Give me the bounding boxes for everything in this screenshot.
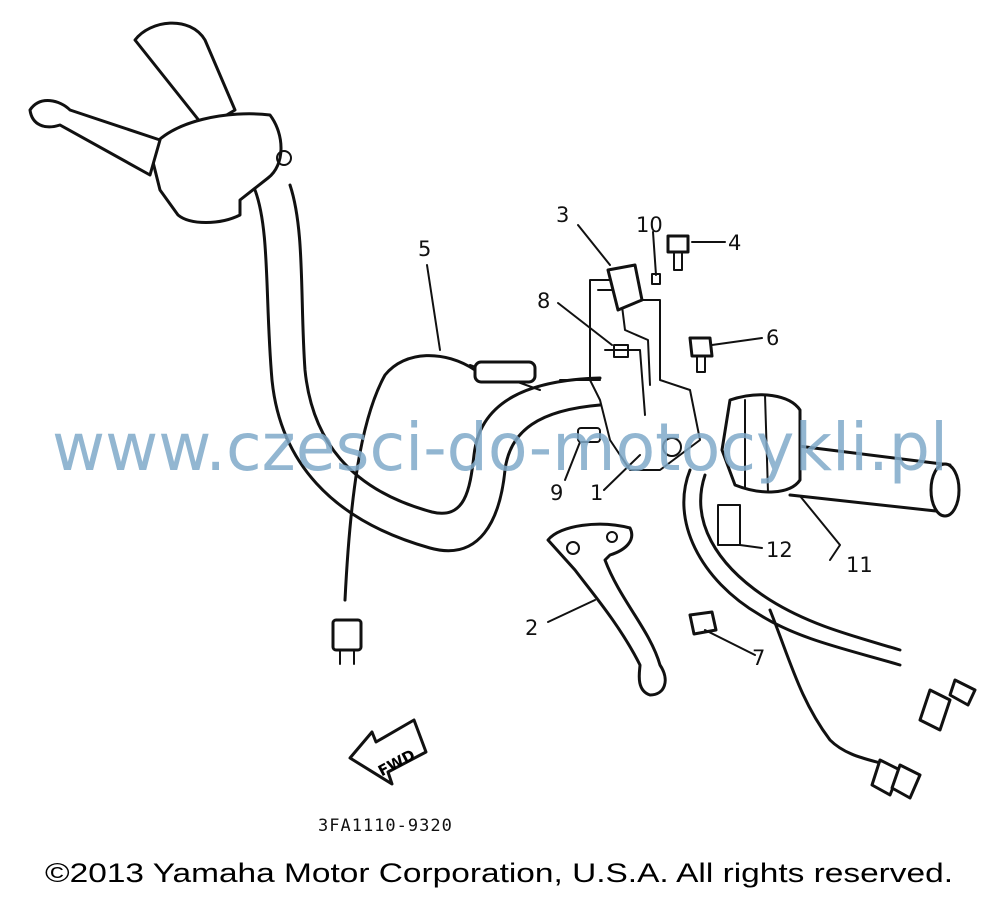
part-label-3: 3 [556,203,569,227]
switch-wiring [682,468,977,800]
part-labels: 1 2 3 4 5 6 7 8 9 10 11 12 [418,203,873,670]
watermark: www.czesci-do-motocykli.pl [52,409,948,486]
leader-lines [426,224,841,656]
brake-switch-part [606,263,644,358]
part-label-11: 11 [846,553,873,577]
reference-code: 3FA1110-9320 [318,816,453,836]
part-label-5: 5 [418,237,431,261]
right-switch-assembly [720,393,961,518]
bolts [651,234,741,636]
part-label-6: 6 [766,326,779,350]
part-label-12: 12 [766,538,793,562]
part-label-1: 1 [590,481,603,505]
part-label-10: 10 [636,213,663,237]
brake-switch-cable [331,354,541,665]
brake-lever [546,522,667,697]
fwd-arrow-icon: FWD [348,718,428,786]
part-label-8: 8 [537,289,550,313]
lever-holder [559,279,701,471]
copyright-notice: ©2013 Yamaha Motor Corporation, U.S.A. A… [45,858,953,888]
left-grip-assembly [28,21,292,224]
part-label-9: 9 [550,481,563,505]
part-label-7: 7 [752,646,765,670]
part-label-4: 4 [728,231,741,255]
part-label-2: 2 [525,616,538,640]
handlebar [253,183,952,553]
